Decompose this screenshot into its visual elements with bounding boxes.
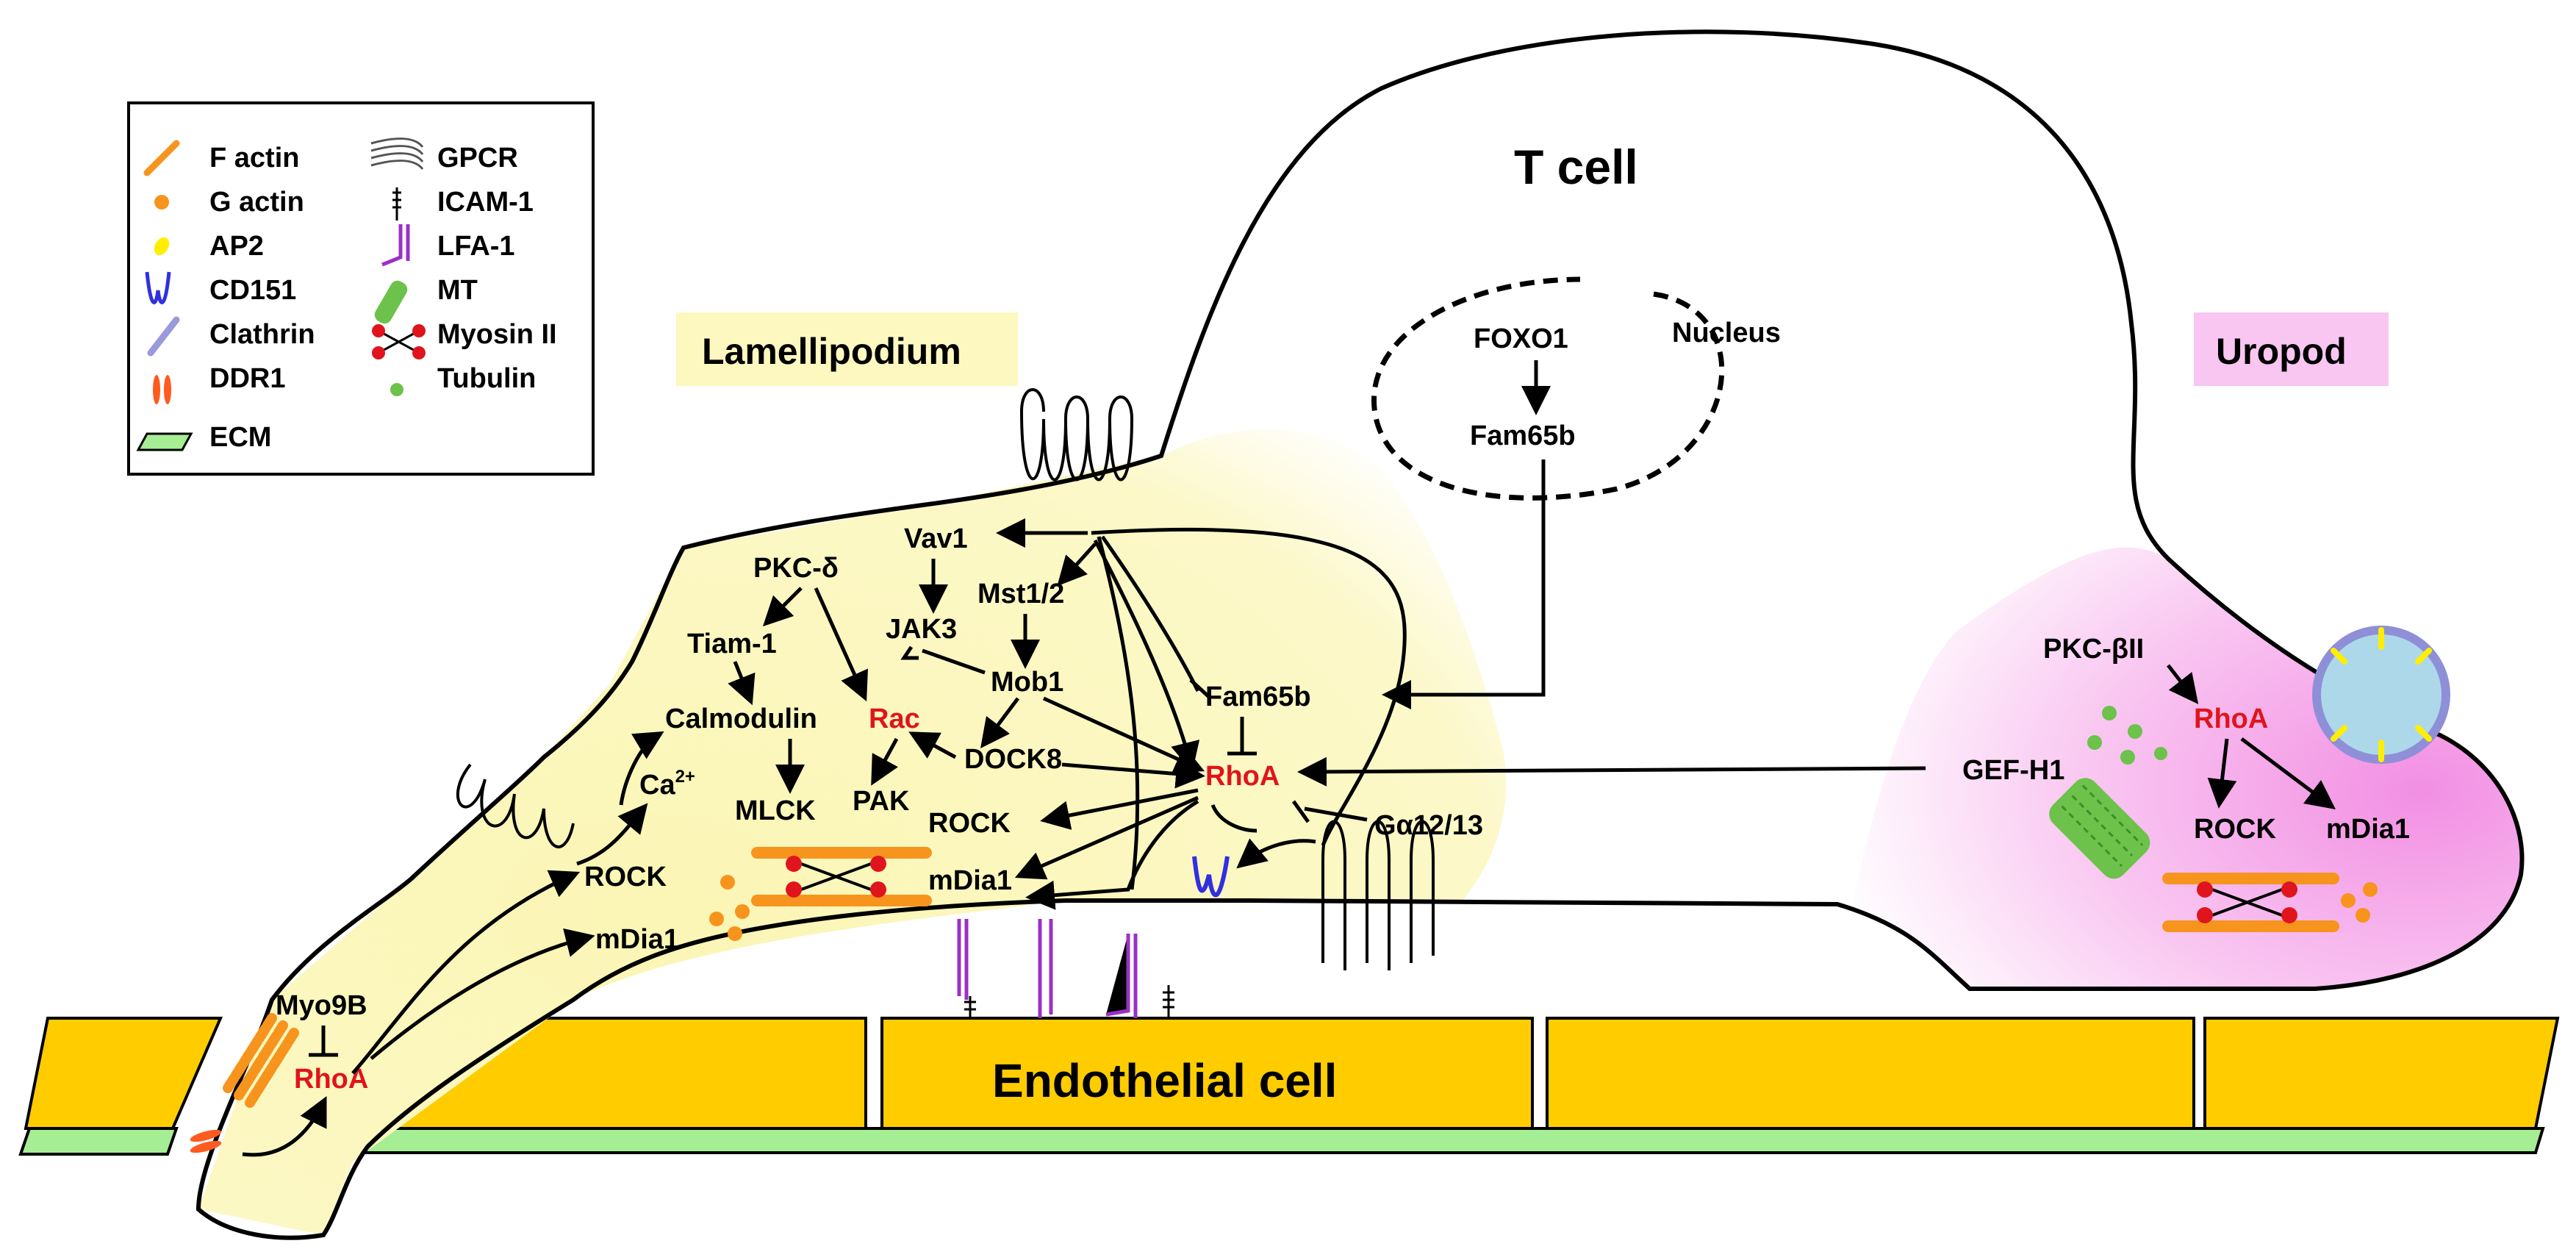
mlck-label: MLCK	[735, 795, 816, 826]
f-actin-bundle-uropod	[2162, 873, 2378, 932]
gefh1-label: GEF-H1	[1962, 755, 2064, 786]
t-cell-title: T cell	[1514, 140, 1638, 194]
mdia1-label: mDia1	[928, 865, 1012, 896]
pkc-betaii-label: PKC-βII	[2043, 634, 2144, 665]
ecm-layer	[18, 1127, 2545, 1156]
f-actin-bundle-lamellipodium	[709, 847, 932, 941]
cell-outline	[195, 29, 2525, 1240]
nucleus-outline	[1371, 276, 1725, 501]
legend-label-myosin: Myosin II	[437, 319, 557, 350]
uropod-rhoa-label: RhoA	[2194, 704, 2268, 734]
g-actin-icon	[154, 195, 169, 210]
rac-label: Rac	[869, 704, 920, 734]
mob1-label: Mob1	[991, 667, 1063, 698]
lamellipodium-area	[198, 429, 1507, 1235]
microtubule-bundle	[2049, 778, 2150, 879]
legend-label-clathrin: Clathrin	[209, 319, 315, 350]
f-actin-bundle-tail	[223, 1013, 299, 1108]
uropod-label: Uropod	[2216, 331, 2347, 372]
calmodulin-label: Calmodulin	[665, 704, 817, 734]
lfa1-icam1-cluster	[957, 856, 1230, 1018]
legend-label-g-actin: G actin	[209, 187, 304, 218]
legend: F actin G actin AP2 CD151 Clathrin DDR1 …	[127, 101, 595, 476]
lamellipodium-pathway: Vav1 Mst1/2 PKC-δ JAK3 Tiam-1 Mob1 Calmo…	[276, 523, 1483, 1095]
lfa1-icon	[381, 224, 410, 267]
legend-label-cd151: CD151	[209, 275, 296, 306]
cd151-icon	[145, 271, 171, 304]
uropod-rock-label: ROCK	[2194, 814, 2276, 845]
ddr1-icon	[153, 375, 171, 404]
uropod-mdia1-label: mDia1	[2326, 814, 2410, 845]
nucleus-fam65b-arrow	[1382, 459, 1546, 709]
dock8-label: DOCK8	[964, 744, 1062, 775]
legend-label-icam1: ICAM-1	[437, 187, 534, 218]
ap2-icon	[154, 237, 170, 256]
ca-label: Ca2+	[639, 767, 695, 801]
ecm-icon	[136, 432, 193, 451]
legend-label-lfa1: LFA-1	[437, 231, 515, 262]
fam65b-label: Fam65b	[1205, 681, 1311, 712]
gpcr-receptor-left	[456, 763, 575, 848]
nucleus-label: Nucleus	[1672, 318, 1781, 348]
jak3-label: JAK3	[886, 614, 957, 645]
legend-label-f-actin: F actin	[209, 143, 299, 173]
gpcr-icon	[370, 137, 424, 170]
pak-label: PAK	[853, 786, 910, 817]
rock-label: ROCK	[928, 808, 1011, 839]
legend-label-tubulin: Tubulin	[437, 363, 536, 394]
myo9b-label: Myo9B	[276, 990, 367, 1021]
f-actin-icon	[143, 140, 180, 176]
clathrin-icon	[147, 316, 180, 357]
nucleus-fam65b-label: Fam65b	[1470, 420, 1576, 451]
ddr1-receptor	[190, 1129, 222, 1153]
uropod-pathway: PKC-βII RhoA GEF-H1 ROCK mDia1	[1962, 634, 2410, 845]
legend-label-ap2: AP2	[209, 231, 264, 262]
lamellipodium-arrows	[242, 518, 1926, 1157]
myosin-icon	[372, 324, 426, 359]
lamellipodium-label: Lamellipodium	[702, 331, 961, 372]
foxo1-label: FOXO1	[1474, 323, 1568, 354]
rhoa-label: RhoA	[1205, 761, 1280, 792]
gpcr-receptor-top	[1020, 388, 1133, 482]
tubulin-dots	[2087, 706, 2167, 765]
pkc-delta-label: PKC-δ	[753, 553, 839, 584]
icam1-icon	[392, 187, 401, 221]
endothelial-cell-label: Endothelial cell	[992, 1054, 1337, 1107]
clathrin-vesicle	[2312, 626, 2450, 764]
legend-label-mt: MT	[437, 275, 478, 306]
tubulin-icon	[390, 383, 403, 396]
mt-icon	[374, 280, 408, 324]
rock2-label: ROCK	[584, 862, 667, 892]
mst-label: Mst1/2	[977, 579, 1064, 609]
galpha-label: Gα12/13	[1374, 810, 1483, 841]
vav1-label: Vav1	[904, 523, 968, 554]
tiam1-label: Tiam-1	[687, 629, 777, 659]
uropod-label-box	[2194, 312, 2389, 386]
legend-label-gpcr: GPCR	[437, 143, 518, 173]
legend-label-ecm: ECM	[209, 422, 271, 453]
uropod-area	[1852, 547, 2522, 989]
mdia1-2-label: mDia1	[595, 924, 679, 955]
lamellipodium-label-box	[676, 312, 1018, 386]
legend-label-ddr1: DDR1	[209, 363, 285, 394]
